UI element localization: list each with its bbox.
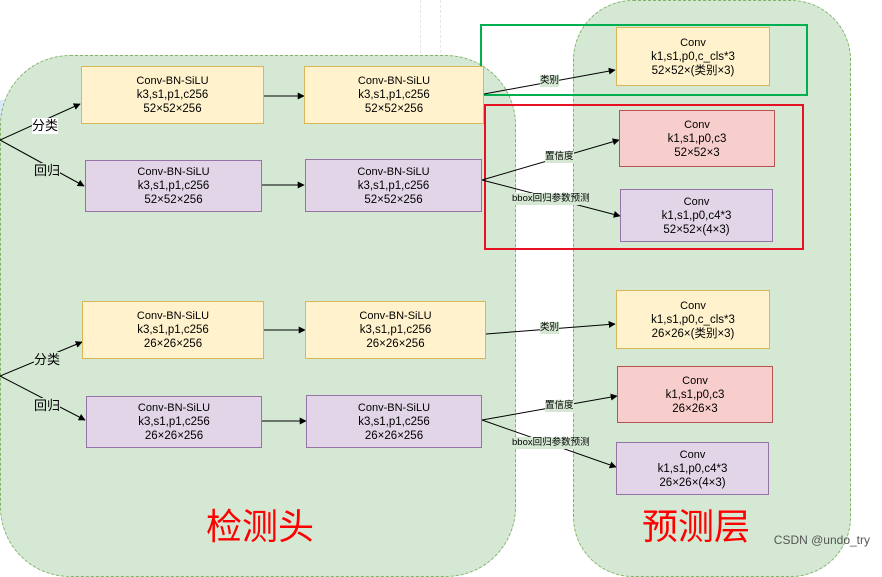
- edge-label-top-bbox: bbox回归参数预测: [512, 193, 590, 205]
- box-shape: 26×26×256: [144, 430, 204, 442]
- box-shape: 52×52×(4×3): [663, 223, 730, 236]
- edge-label-bot-bbox: bbox回归参数预测: [512, 437, 590, 449]
- branch-label-top-cls: 分类: [32, 118, 59, 134]
- pred-bot-conf-conv[interactable]: Conv k1,s1,p0,c3 26×26×3: [617, 366, 773, 423]
- box-name: Conv-BN-SiLU: [136, 310, 210, 322]
- box-name: Conv-BN-SiLU: [357, 75, 431, 87]
- branch-label-bot-cls: 分类: [34, 352, 61, 368]
- box-name: Conv: [680, 36, 706, 49]
- box-shape: 52×52×256: [364, 103, 424, 115]
- branch-label-top-reg: 回归: [34, 163, 61, 179]
- box-shape: 26×26×(4×3): [659, 476, 726, 489]
- box-params: k1,s1,p0,c_cls*3: [651, 313, 735, 326]
- box-params: k1,s1,p0,c4*3: [657, 462, 728, 475]
- edge-label-top-conf: 置信度: [545, 151, 574, 163]
- box-shape: 52×52×256: [144, 194, 203, 206]
- box-shape: 26×26×256: [143, 338, 203, 350]
- edge-label-bot-conf: 置信度: [545, 400, 574, 412]
- box-name: Conv-BN-SiLU: [136, 75, 209, 87]
- box-name: Conv-BN-SiLU: [357, 165, 430, 178]
- pred-bot-bbox-conv[interactable]: Conv k1,s1,p0,c4*3 26×26×(4×3): [616, 442, 769, 495]
- top-cls-conv-2[interactable]: Conv-BN-SiLU k3,s1,p1,c256 52×52×256: [304, 66, 484, 124]
- box-name: Conv: [683, 195, 710, 208]
- box-params: k3,s1,p1,c256: [357, 179, 430, 192]
- box-params: k3,s1,p1,c256: [136, 89, 209, 101]
- pred-top-class-conv[interactable]: Conv k1,s1,p0,c_cls*3 52×52×(类别×3): [616, 27, 770, 86]
- pred-top-bbox-conv[interactable]: Conv k1,s1,p0,c4*3 52×52×(4×3): [620, 189, 773, 242]
- box-shape: 26×26×256: [366, 338, 425, 350]
- edge-label-top-class: 类别: [540, 75, 560, 87]
- box-params: k1,s1,p0,c3: [665, 388, 725, 401]
- box-params: k3,s1,p1,c256: [359, 324, 432, 336]
- edge-label-bot-class: 类别: [540, 322, 560, 334]
- branch-label-bot-reg: 回归: [34, 398, 61, 414]
- box-name: Conv-BN-SiLU: [137, 166, 210, 178]
- box-params: k3,s1,p1,c256: [358, 415, 430, 428]
- box-params: k1,s1,p0,c_cls*3: [651, 50, 735, 63]
- box-name: Conv: [680, 299, 706, 312]
- box-shape: 52×52×256: [143, 103, 202, 115]
- box-shape: 52×52×256: [364, 193, 423, 206]
- top-cls-conv-1[interactable]: Conv-BN-SiLU k3,s1,p1,c256 52×52×256: [81, 66, 264, 124]
- pred-bot-class-conv[interactable]: Conv k1,s1,p0,c_cls*3 26×26×(类别×3): [616, 290, 770, 349]
- box-shape: 52×52×(类别×3): [651, 64, 735, 77]
- box-name: Conv-BN-SiLU: [359, 310, 432, 322]
- bot-reg-conv-2[interactable]: Conv-BN-SiLU k3,s1,p1,c256 26×26×256: [306, 395, 482, 448]
- box-params: k3,s1,p1,c256: [358, 89, 430, 101]
- box-params: k3,s1,p1,c256: [137, 324, 209, 336]
- box-name: Conv-BN-SiLU: [137, 402, 211, 414]
- box-name: Conv: [682, 374, 708, 387]
- box-shape: 52×52×3: [674, 146, 720, 159]
- box-shape: 26×26×(类别×3): [651, 327, 735, 340]
- predict-layer-title: 预测层: [642, 507, 751, 548]
- box-shape: 26×26×3: [672, 402, 718, 415]
- box-params: k3,s1,p1,c256: [138, 416, 210, 428]
- class-highlight-frame: [480, 24, 808, 96]
- box-shape: 26×26×256: [364, 429, 424, 442]
- top-reg-conv-1[interactable]: Conv-BN-SiLU k3,s1,p1,c256 52×52×256: [85, 160, 262, 212]
- top-reg-conv-2[interactable]: Conv-BN-SiLU k3,s1,p1,c256 52×52×256: [305, 159, 482, 212]
- box-name: Conv: [684, 118, 710, 131]
- box-params: k3,s1,p1,c256: [137, 180, 210, 192]
- box-name: Conv: [679, 448, 706, 461]
- pred-top-conf-conv[interactable]: Conv k1,s1,p0,c3 52×52×3: [619, 110, 775, 167]
- box-params: k1,s1,p0,c4*3: [661, 209, 732, 222]
- box-params: k1,s1,p0,c3: [667, 132, 727, 145]
- csdn-watermark: CSDN @undo_try: [773, 533, 870, 547]
- bot-cls-conv-2[interactable]: Conv-BN-SiLU k3,s1,p1,c256 26×26×256: [305, 301, 486, 359]
- box-name: Conv-BN-SiLU: [357, 401, 431, 414]
- bot-cls-conv-1[interactable]: Conv-BN-SiLU k3,s1,p1,c256 26×26×256: [82, 301, 264, 359]
- bot-reg-conv-1[interactable]: Conv-BN-SiLU k3,s1,p1,c256 26×26×256: [86, 396, 262, 448]
- detect-head-title: 检测头: [206, 507, 315, 548]
